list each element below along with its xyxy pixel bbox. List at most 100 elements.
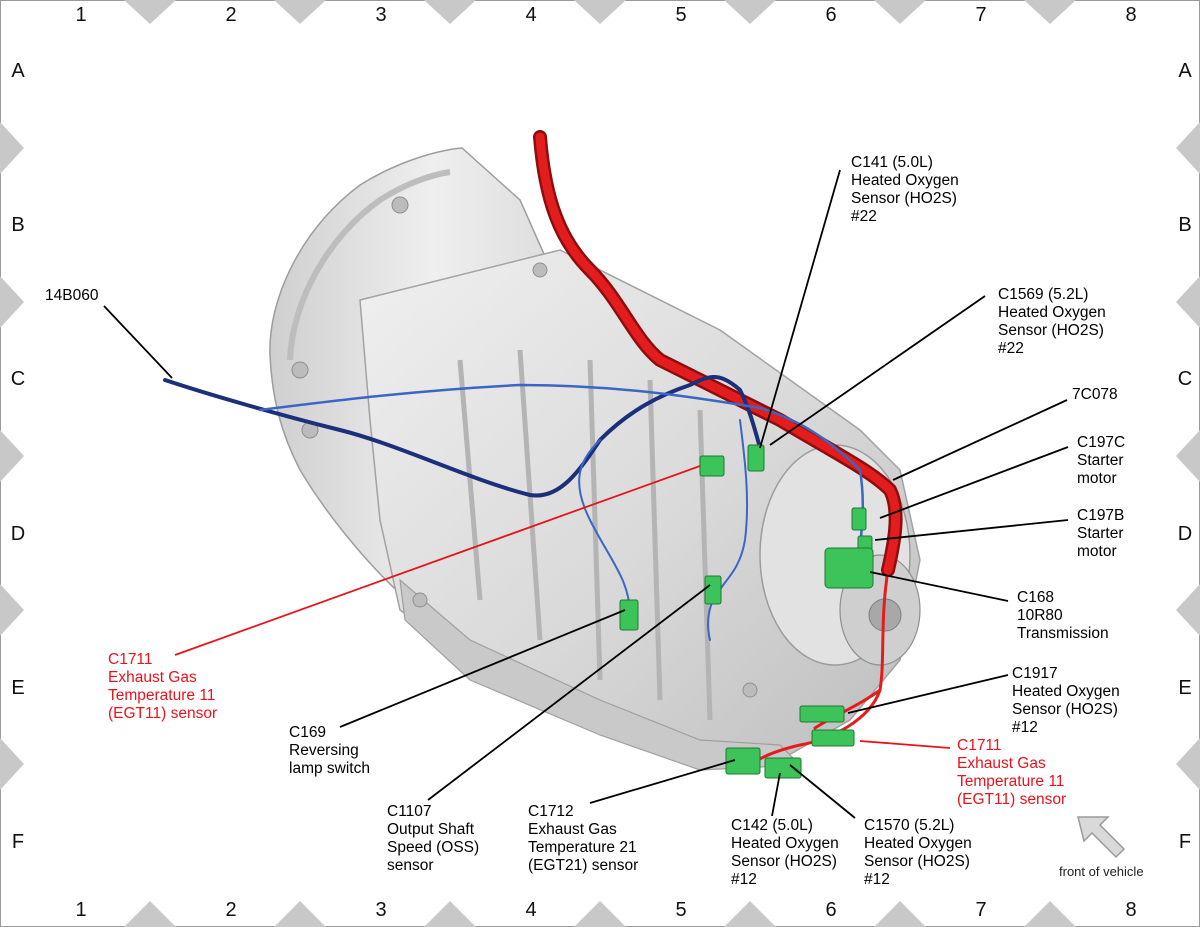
svg-text:Temperature 11: Temperature 11 <box>957 773 1064 790</box>
svg-text:C1570 (5.2L): C1570 (5.2L) <box>864 817 954 834</box>
bottom-edge-markers <box>124 901 1076 927</box>
connector-c141 <box>747 444 765 472</box>
svg-text:Starter: Starter <box>1077 452 1124 469</box>
svg-text:Heated Oxygen: Heated Oxygen <box>851 172 959 189</box>
svg-text:(EGT21) sensor: (EGT21) sensor <box>528 857 638 874</box>
grid-col-bottom: 6 <box>825 899 836 921</box>
grid-col-top: 5 <box>675 4 686 26</box>
svg-text:Sensor (HO2S): Sensor (HO2S) <box>1012 701 1118 718</box>
svg-text:Heated Oxygen: Heated Oxygen <box>864 835 972 852</box>
grid-col-top: 2 <box>225 4 236 26</box>
grid-col-top: 8 <box>1125 4 1136 26</box>
svg-text:#22: #22 <box>851 208 877 225</box>
front-of-vehicle-label: front of vehicle <box>1059 864 1144 879</box>
grid-row-right: D <box>1178 523 1192 545</box>
grid-row-right: E <box>1178 677 1191 699</box>
grid-row-left: B <box>11 214 24 236</box>
grid-row-left: D <box>11 523 25 545</box>
grid-col-bottom: 4 <box>525 899 536 921</box>
grid-row-right: C <box>1178 368 1192 390</box>
grid-col-top: 7 <box>975 4 986 26</box>
grid-row-left: A <box>11 60 25 82</box>
grid-row-left: C <box>11 368 25 390</box>
grid-col-bottom: 5 <box>675 899 686 921</box>
front-of-vehicle-indicator: front of vehicle <box>1059 816 1144 879</box>
grid-col-top: 1 <box>75 4 86 26</box>
grid-row-right: B <box>1178 214 1191 236</box>
svg-text:C1711: C1711 <box>957 737 1002 754</box>
grid-column-labels-bottom: 1 2 3 4 5 6 7 8 <box>75 899 1136 921</box>
svg-text:14B060: 14B060 <box>45 287 99 304</box>
connector-c169 <box>619 599 639 631</box>
svg-text:Output Shaft: Output Shaft <box>387 821 475 838</box>
grid-col-bottom: 1 <box>75 899 86 921</box>
svg-text:Heated Oxygen: Heated Oxygen <box>1012 683 1120 700</box>
svg-text:Sensor (HO2S): Sensor (HO2S) <box>851 190 957 207</box>
svg-text:Transmission: Transmission <box>1017 625 1109 642</box>
grid-row-labels-right: A B C D E F <box>1178 60 1193 853</box>
svg-text:Reversing: Reversing <box>289 742 359 759</box>
svg-text:Speed (OSS): Speed (OSS) <box>387 839 479 856</box>
svg-text:C142 (5.0L): C142 (5.0L) <box>731 817 813 834</box>
svg-text:Temperature 21: Temperature 21 <box>528 839 637 856</box>
leader-c1569 <box>769 295 986 446</box>
grid-col-bottom: 8 <box>1125 899 1136 921</box>
label-c197c: C197C Starter motor <box>1077 434 1125 487</box>
leader-14b060 <box>103 305 173 379</box>
front-arrow-icon <box>1077 816 1126 859</box>
svg-text:C1107: C1107 <box>387 803 432 820</box>
svg-text:C197C: C197C <box>1077 434 1125 451</box>
leader-c142 <box>771 772 781 817</box>
svg-text:(EGT11) sensor: (EGT11) sensor <box>108 705 217 722</box>
connector-c1711-upper <box>699 455 725 477</box>
svg-text:motor: motor <box>1077 470 1117 487</box>
svg-text:C1712: C1712 <box>528 803 574 820</box>
svg-text:7C078: 7C078 <box>1072 386 1118 403</box>
label-c1917: C1917 Heated Oxygen Sensor (HO2S) #12 <box>1012 665 1120 736</box>
grid-col-top: 4 <box>525 4 536 26</box>
grid-row-left: E <box>11 677 24 699</box>
svg-text:Temperature 11: Temperature 11 <box>108 687 215 704</box>
grid-col-bottom: 7 <box>975 899 986 921</box>
harness-blue <box>163 375 864 641</box>
leader-c1917 <box>847 674 1009 714</box>
left-edge-markers <box>0 122 24 790</box>
svg-text:Exhaust Gas: Exhaust Gas <box>957 755 1046 772</box>
grid-row-right: A <box>1178 60 1192 82</box>
connector-c1107 <box>704 575 722 605</box>
svg-text:sensor: sensor <box>387 857 434 874</box>
svg-text:Sensor (HO2S): Sensor (HO2S) <box>731 853 837 870</box>
label-c1711-right: C1711 Exhaust Gas Temperature 11 (EGT11)… <box>957 737 1066 808</box>
label-14b060: 14B060 <box>45 287 99 304</box>
grid-row-left: F <box>12 831 24 853</box>
connectors <box>619 444 874 779</box>
connector-c168 <box>824 547 874 589</box>
leader-lines <box>103 169 1069 819</box>
svg-text:C169: C169 <box>289 724 326 741</box>
leader-c168 <box>869 571 1009 602</box>
svg-text:Heated Oxygen: Heated Oxygen <box>731 835 839 852</box>
leader-c197b <box>874 519 1069 541</box>
label-c197b: C197B Starter motor <box>1077 507 1124 560</box>
svg-text:#22: #22 <box>998 340 1024 357</box>
label-c1570: C1570 (5.2L) Heated Oxygen Sensor (HO2S)… <box>864 817 972 888</box>
svg-text:Heated Oxygen: Heated Oxygen <box>998 304 1106 321</box>
svg-text:C1917: C1917 <box>1012 665 1058 682</box>
leader-c1711-left <box>174 465 701 656</box>
svg-text:C141 (5.0L): C141 (5.0L) <box>851 154 933 171</box>
bell-housing-rim <box>287 169 451 361</box>
label-c1569: C1569 (5.2L) Heated Oxygen Sensor (HO2S)… <box>998 286 1106 357</box>
leader-c1570 <box>789 764 856 819</box>
label-c1107: C1107 Output Shaft Speed (OSS) sensor <box>387 803 479 874</box>
grid-col-top: 6 <box>825 4 836 26</box>
leader-c141 <box>759 169 841 449</box>
svg-text:Starter: Starter <box>1077 525 1124 542</box>
svg-text:#12: #12 <box>1012 719 1038 736</box>
svg-text:10R80: 10R80 <box>1017 607 1063 624</box>
svg-text:(EGT11) sensor: (EGT11) sensor <box>957 791 1066 808</box>
grid-col-bottom: 3 <box>375 899 386 921</box>
svg-text:lamp switch: lamp switch <box>289 760 370 777</box>
svg-text:Sensor (HO2S): Sensor (HO2S) <box>864 853 970 870</box>
leader-c1711-right <box>859 740 951 749</box>
